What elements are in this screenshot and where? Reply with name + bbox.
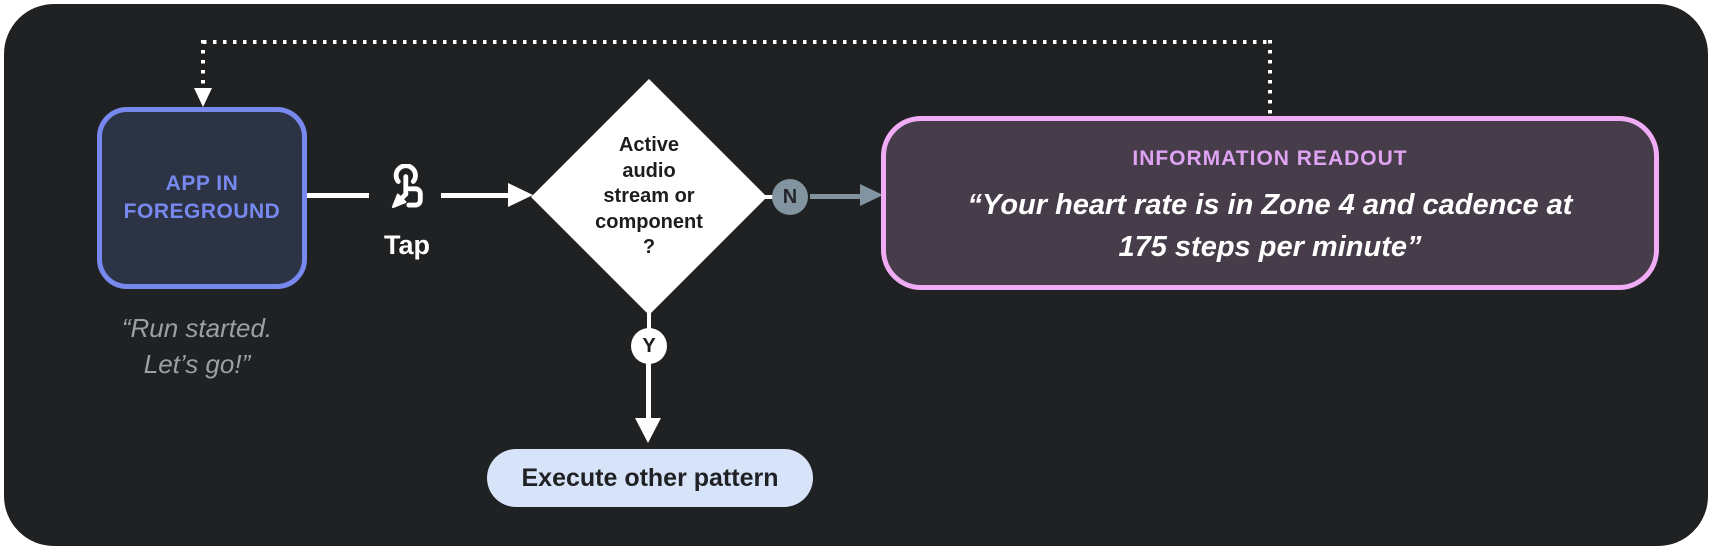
feedback-loop-top-segment — [203, 40, 1271, 44]
decision-label: Active audio stream or component ? — [595, 134, 703, 259]
connector-decision-to-y — [647, 310, 651, 330]
fallback-label: Execute other pattern — [521, 463, 779, 492]
feedback-loop-right-segment — [1268, 40, 1272, 116]
connector-y-arrowhead-icon — [635, 418, 661, 443]
connector-n-arrowhead-icon — [860, 184, 883, 206]
feedback-loop-arrowhead-icon — [194, 88, 212, 107]
connector-decision-to-n — [764, 195, 774, 199]
feedback-loop-left-segment — [201, 40, 205, 88]
connector-y-to-fallback — [646, 363, 651, 421]
dark-canvas: APP IN FOREGROUND “Run started. Let’s go… — [4, 4, 1708, 546]
branch-yes-badge: Y — [631, 328, 667, 364]
branch-no-badge: N — [772, 179, 808, 215]
start-node-app-in-foreground: APP IN FOREGROUND — [97, 107, 307, 289]
start-node-label: APP IN FOREGROUND — [123, 172, 281, 223]
connector-app-to-tap — [307, 193, 369, 198]
fallback-node-execute-other-pattern: Execute other pattern — [487, 449, 813, 507]
information-readout-node: INFORMATION READOUT “Your heart rate is … — [881, 116, 1659, 290]
connector-n-to-readout — [810, 194, 862, 199]
tap-gesture-icon — [391, 164, 423, 209]
decision-diamond — [531, 79, 767, 315]
tap-label: Tap — [384, 230, 430, 260]
connector-tap-to-decision — [441, 193, 509, 198]
readout-quote: “Your heart rate is in Zone 4 and cadenc… — [967, 189, 1573, 263]
connector-arrowhead-icon — [508, 183, 533, 207]
start-node-voice-caption: “Run started. Let’s go!” — [121, 313, 273, 379]
readout-title: INFORMATION READOUT — [1132, 147, 1408, 170]
